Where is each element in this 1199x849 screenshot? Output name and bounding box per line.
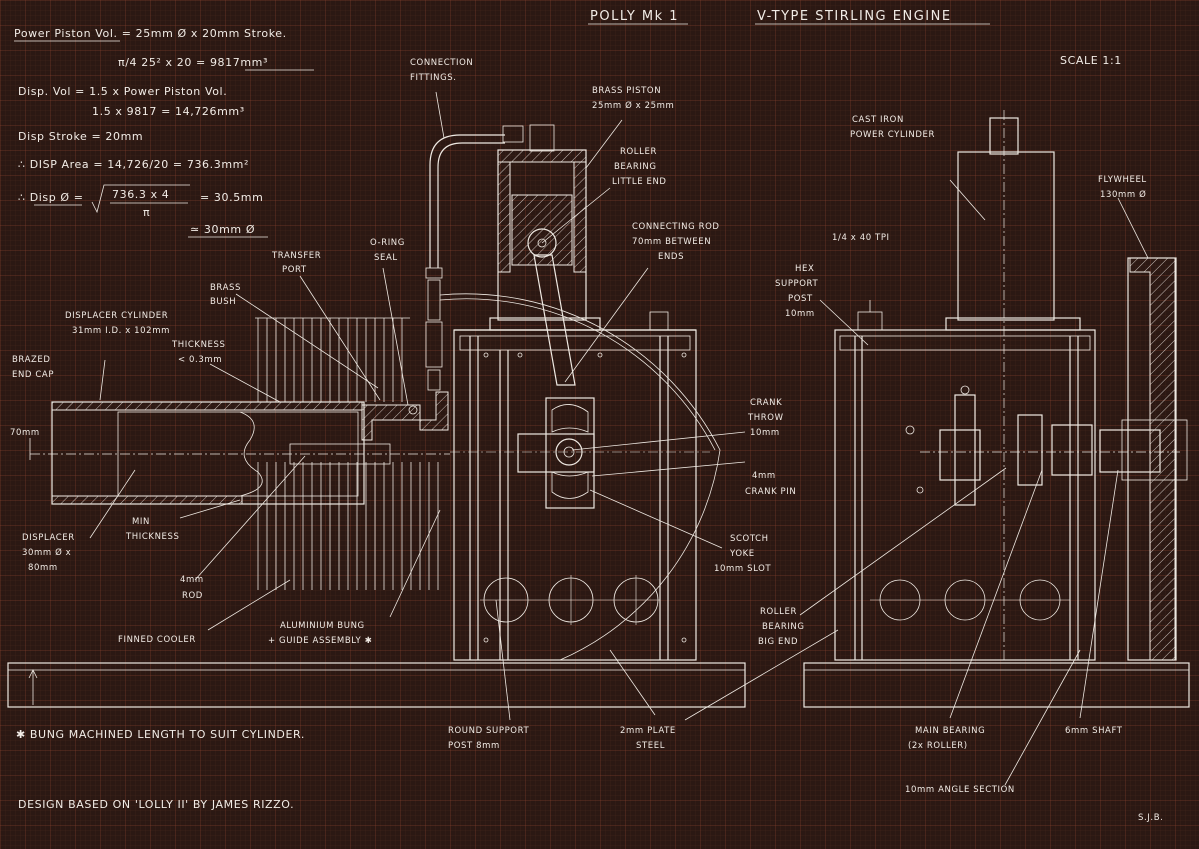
calc-line-7-result: = 30.5mm — [200, 191, 263, 204]
label-scotch-1: SCOTCH — [730, 534, 769, 544]
label-brazed-1: BRAZED — [12, 355, 51, 365]
label-min-thick-2: THICKNESS — [125, 532, 180, 542]
label-cast-iron-1: CAST IRON — [852, 115, 904, 125]
label-scotch-3: 10mm SLOT — [714, 564, 771, 574]
label-roller-big-3: BIG END — [758, 637, 798, 647]
label-connection-fittings-2: FITTINGS. — [410, 73, 457, 83]
calc-line-6: ∴ DISP Area = 14,726/20 = 736.3mm² — [18, 158, 249, 171]
label-flywheel-2: 130mm Ø — [1100, 189, 1146, 200]
calculations-block: Power Piston Vol. = 25mm Ø x 20mm Stroke… — [14, 27, 314, 238]
label-brass-bush-1: BRASS — [210, 283, 241, 293]
label-conn-rod-3: ENDS — [658, 252, 684, 262]
note-design: DESIGN BASED ON 'LOLLY II' BY JAMES RIZZ… — [18, 798, 294, 811]
scotch-yoke — [450, 397, 710, 509]
label-transfer-2: PORT — [282, 265, 307, 275]
label-bung-2: + GUIDE ASSEMBLY ✱ — [268, 636, 372, 646]
notes-block: ✱ BUNG MACHINED LENGTH TO SUIT CYLINDER.… — [16, 728, 1163, 823]
label-displacer-3: 80mm — [28, 563, 58, 573]
label-roller-little-1: ROLLER — [620, 147, 657, 157]
label-plate-2: STEEL — [636, 741, 665, 751]
label-crank-pin-1: 4mm — [752, 471, 776, 481]
label-finned-cooler: FINNED COOLER — [118, 635, 196, 645]
label-brass-piston-2: 25mm Ø x 25mm — [592, 100, 674, 111]
label-hex-1: HEX — [795, 264, 814, 274]
label-round-post-1: ROUND SUPPORT — [448, 726, 529, 736]
label-dim-70: 70mm — [10, 428, 40, 438]
calc-line-7-denominator: π — [143, 206, 150, 219]
label-main-bearing-2: (2x ROLLER) — [908, 741, 968, 751]
calc-line-1: Power Piston Vol. = 25mm Ø x 20mm Stroke… — [14, 27, 287, 40]
label-cast-iron-2: POWER CYLINDER — [850, 130, 935, 140]
label-disp-cyl-1: DISPLACER CYLINDER — [65, 311, 168, 321]
label-hex-4: 10mm — [785, 309, 815, 319]
calc-line-4: 1.5 x 9817 = 14,726mm³ — [92, 105, 245, 118]
label-conn-rod-1: CONNECTING ROD — [632, 222, 720, 232]
note-bung: ✱ BUNG MACHINED LENGTH TO SUIT CYLINDER. — [16, 728, 305, 741]
label-hex-3: POST — [788, 294, 813, 304]
title-block: POLLY Mk 1 V-TYPE STIRLING ENGINE SCALE … — [588, 9, 1122, 67]
initials: S.J.B. — [1138, 813, 1163, 823]
label-oring-2: SEAL — [374, 253, 398, 263]
side-view — [834, 110, 1188, 661]
calc-line-7-label: ∴ Disp Ø = — [18, 191, 84, 204]
label-brass-piston-1: BRASS PISTON — [592, 86, 661, 96]
displacer-assembly — [30, 391, 450, 505]
leader-lines — [29, 91, 1149, 786]
label-crank-pin-2: CRANK PIN — [745, 487, 796, 497]
label-rod-2: ROD — [182, 591, 203, 601]
label-displacer-2: 30mm Ø x — [22, 547, 71, 558]
label-crank-throw-3: 10mm — [750, 428, 780, 438]
label-brass-bush-2: BUSH — [210, 297, 236, 307]
label-oring-1: O-RING — [370, 238, 405, 248]
label-flywheel-1: FLYWHEEL — [1098, 175, 1147, 185]
scale-label: SCALE 1:1 — [1060, 54, 1122, 67]
label-round-post-2: POST 8mm — [448, 741, 500, 751]
label-scotch-2: YOKE — [729, 549, 755, 559]
calc-line-2: π/4 25² x 20 = 9817mm³ — [118, 56, 268, 69]
label-conn-rod-2: 70mm BETWEEN — [632, 237, 711, 247]
label-min-thick-1: MIN — [132, 517, 150, 527]
power-cylinder-section — [489, 124, 601, 386]
label-disp-cyl-3: THICKNESS — [171, 340, 226, 350]
label-roller-little-3: LITTLE END — [612, 177, 667, 187]
calc-line-5: Disp Stroke = 20mm — [18, 130, 143, 143]
calc-line-3: Disp. Vol = 1.5 x Power Piston Vol. — [18, 85, 227, 98]
label-angle-section: 10mm ANGLE SECTION — [905, 785, 1015, 795]
calc-line-7-numerator: 736.3 x 4 — [112, 188, 169, 201]
calc-line-8: ≃ 30mm Ø — [190, 223, 255, 236]
label-main-bearing-1: MAIN BEARING — [915, 726, 985, 736]
connection-pipe — [425, 134, 505, 391]
label-roller-big-1: ROLLER — [760, 607, 797, 617]
label-roller-big-2: BEARING — [762, 622, 805, 632]
base-plates — [7, 662, 1190, 708]
label-connection-fittings-1: CONNECTION — [410, 58, 473, 68]
label-shaft: 6mm SHAFT — [1065, 726, 1123, 736]
label-rod-1: 4mm — [180, 575, 204, 585]
label-hex-2: SUPPORT — [775, 279, 818, 289]
flywheel-outline — [439, 293, 721, 661]
label-crank-throw-2: THROW — [747, 413, 784, 423]
label-bung-1: ALUMINIUM BUNG — [280, 621, 365, 631]
label-disp-cyl-4: < 0.3mm — [178, 355, 222, 365]
label-thread: 1/4 x 40 TPI — [832, 233, 890, 243]
annotation-labels: CONNECTION FITTINGS. BRASS PISTON 25mm Ø… — [10, 58, 1147, 795]
label-roller-little-2: BEARING — [614, 162, 657, 172]
front-frame — [453, 311, 697, 661]
label-crank-throw-1: CRANK — [750, 398, 782, 408]
drawing-subtitle: V-TYPE STIRLING ENGINE — [757, 9, 952, 24]
label-brazed-2: END CAP — [12, 370, 54, 380]
label-plate-1: 2mm PLATE — [620, 726, 676, 736]
label-displacer-1: DISPLACER — [22, 533, 75, 543]
drawing-title: POLLY Mk 1 — [590, 9, 679, 24]
label-disp-cyl-2: 31mm I.D. x 102mm — [72, 326, 170, 336]
label-transfer-1: TRANSFER — [271, 251, 321, 261]
